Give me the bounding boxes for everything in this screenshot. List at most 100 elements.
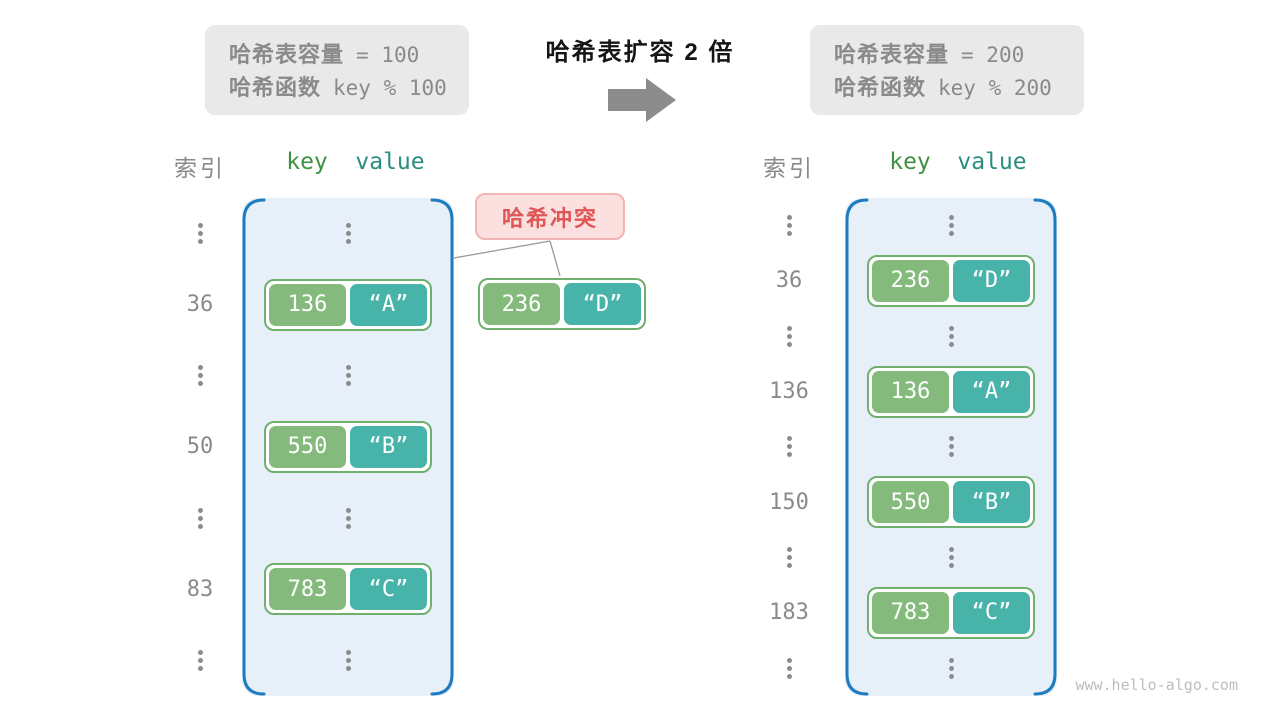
- key-box: 136: [872, 370, 949, 413]
- kv-pair: 136 “A”: [867, 365, 1035, 418]
- vertical-ellipsis-icon: [948, 657, 954, 679]
- index-column-after: 36 136 150 183: [757, 198, 821, 696]
- vertical-ellipsis-icon: [345, 649, 351, 671]
- index-cell: [168, 340, 232, 411]
- vertical-ellipsis-icon: [948, 547, 954, 569]
- value-box: “B”: [953, 481, 1030, 524]
- hash-function-value: key % 200: [938, 76, 1052, 100]
- index-cell: 36: [168, 269, 232, 340]
- index-value: 83: [186, 576, 214, 602]
- vertical-ellipsis-icon: [197, 649, 203, 671]
- info-box-before: 哈希表容量 = 100 哈希函数 key % 100: [205, 25, 469, 115]
- bucket-cell: [845, 419, 1057, 474]
- index-cell: [757, 530, 821, 585]
- value-box: “B”: [350, 425, 427, 468]
- bucket-cell: 783 “C”: [845, 585, 1057, 640]
- vertical-ellipsis-icon: [786, 547, 792, 569]
- index-cell: 36: [757, 253, 821, 308]
- index-cell: [757, 198, 821, 253]
- bucket-cell: [845, 309, 1057, 364]
- vertical-ellipsis-icon: [197, 223, 203, 245]
- vertical-ellipsis-icon: [786, 436, 792, 458]
- watermark: www.hello-algo.com: [1075, 676, 1238, 694]
- value-box: “C”: [953, 591, 1030, 634]
- index-value: 183: [769, 600, 809, 626]
- index-cell: 136: [757, 364, 821, 419]
- vertical-ellipsis-icon: [197, 365, 203, 387]
- bucket-cell: [242, 483, 454, 554]
- index-header-after: 索引: [763, 155, 815, 181]
- bucket-cell: 136 “A”: [242, 269, 454, 340]
- vertical-ellipsis-icon: [786, 325, 792, 347]
- bucket-cell: [845, 198, 1057, 253]
- vertical-ellipsis-icon: [948, 436, 954, 458]
- bucket-cell: 550 “B”: [845, 475, 1057, 530]
- capacity-value: = 100: [356, 43, 420, 67]
- value-box: “A”: [350, 283, 427, 326]
- hash-function-value: key % 100: [333, 76, 447, 100]
- index-value: 36: [186, 292, 214, 318]
- capacity-line: 哈希表容量 = 100: [229, 37, 469, 70]
- hash-function-line: 哈希函数 key % 200: [834, 70, 1084, 103]
- vertical-ellipsis-icon: [345, 507, 351, 529]
- index-cell: 83: [168, 554, 232, 625]
- arrow-right-icon: [608, 78, 676, 122]
- bucket-cell: [242, 340, 454, 411]
- value-header-after: value: [957, 149, 1027, 175]
- bucket-cell: 136 “A”: [845, 364, 1057, 419]
- hash-table-after: 236 “D” 136 “A” 550 “B” 783 “C”: [845, 198, 1057, 696]
- value-box: “A”: [953, 370, 1030, 413]
- kv-pair: 236 “D”: [478, 278, 646, 330]
- bucket-cell: [242, 625, 454, 696]
- index-value: 36: [775, 268, 803, 294]
- index-cell: [757, 309, 821, 364]
- value-box: “C”: [350, 568, 427, 611]
- capacity-line: 哈希表容量 = 200: [834, 37, 1084, 70]
- capacity-value: = 200: [961, 43, 1025, 67]
- index-cell: 150: [757, 475, 821, 530]
- key-box: 550: [872, 481, 949, 524]
- vertical-ellipsis-icon: [948, 215, 954, 237]
- index-value: 150: [769, 489, 809, 515]
- hash-function-line: 哈希函数 key % 100: [229, 70, 469, 103]
- bucket-cell: 236 “D”: [845, 253, 1057, 308]
- key-header-after: key: [889, 149, 931, 175]
- capacity-label: 哈希表容量: [229, 42, 345, 67]
- kv-pair: 550 “B”: [867, 476, 1035, 529]
- index-cell: [757, 419, 821, 474]
- value-box: “D”: [564, 283, 641, 325]
- transition-title: 哈希表扩容 2 倍: [545, 39, 735, 66]
- bucket-cell: 550 “B”: [242, 411, 454, 482]
- key-box: 136: [269, 283, 346, 326]
- key-box: 236: [483, 283, 560, 325]
- key-box: 236: [872, 259, 949, 302]
- index-header-before: 索引: [174, 155, 226, 181]
- kv-pair: 136 “A”: [264, 278, 432, 331]
- key-box: 783: [269, 568, 346, 611]
- collision-callout: 哈希冲突: [475, 193, 625, 240]
- collision-pair: 236 “D”: [478, 278, 646, 330]
- hash-function-label: 哈希函数: [834, 75, 927, 100]
- value-box: “D”: [953, 259, 1030, 302]
- index-column-before: 36 50 83: [168, 198, 232, 696]
- bucket-cell: [845, 530, 1057, 585]
- key-box: 783: [872, 591, 949, 634]
- vertical-ellipsis-icon: [197, 507, 203, 529]
- bucket-cell: [845, 641, 1057, 696]
- info-box-after: 哈希表容量 = 200 哈希函数 key % 200: [810, 25, 1084, 115]
- hash-table-before: 136 “A” 550 “B” 783 “C”: [242, 198, 454, 696]
- value-header-before: value: [355, 149, 425, 175]
- vertical-ellipsis-icon: [786, 215, 792, 237]
- kv-pair: 783 “C”: [264, 563, 432, 616]
- vertical-ellipsis-icon: [345, 223, 351, 245]
- kv-pair: 550 “B”: [264, 420, 432, 473]
- key-box: 550: [269, 425, 346, 468]
- capacity-label: 哈希表容量: [834, 42, 950, 67]
- vertical-ellipsis-icon: [948, 325, 954, 347]
- kv-pair: 236 “D”: [867, 254, 1035, 307]
- bucket-cell: [242, 198, 454, 269]
- vertical-ellipsis-icon: [345, 365, 351, 387]
- hash-function-label: 哈希函数: [229, 75, 322, 100]
- index-value: 50: [186, 434, 214, 460]
- index-cell: 183: [757, 585, 821, 640]
